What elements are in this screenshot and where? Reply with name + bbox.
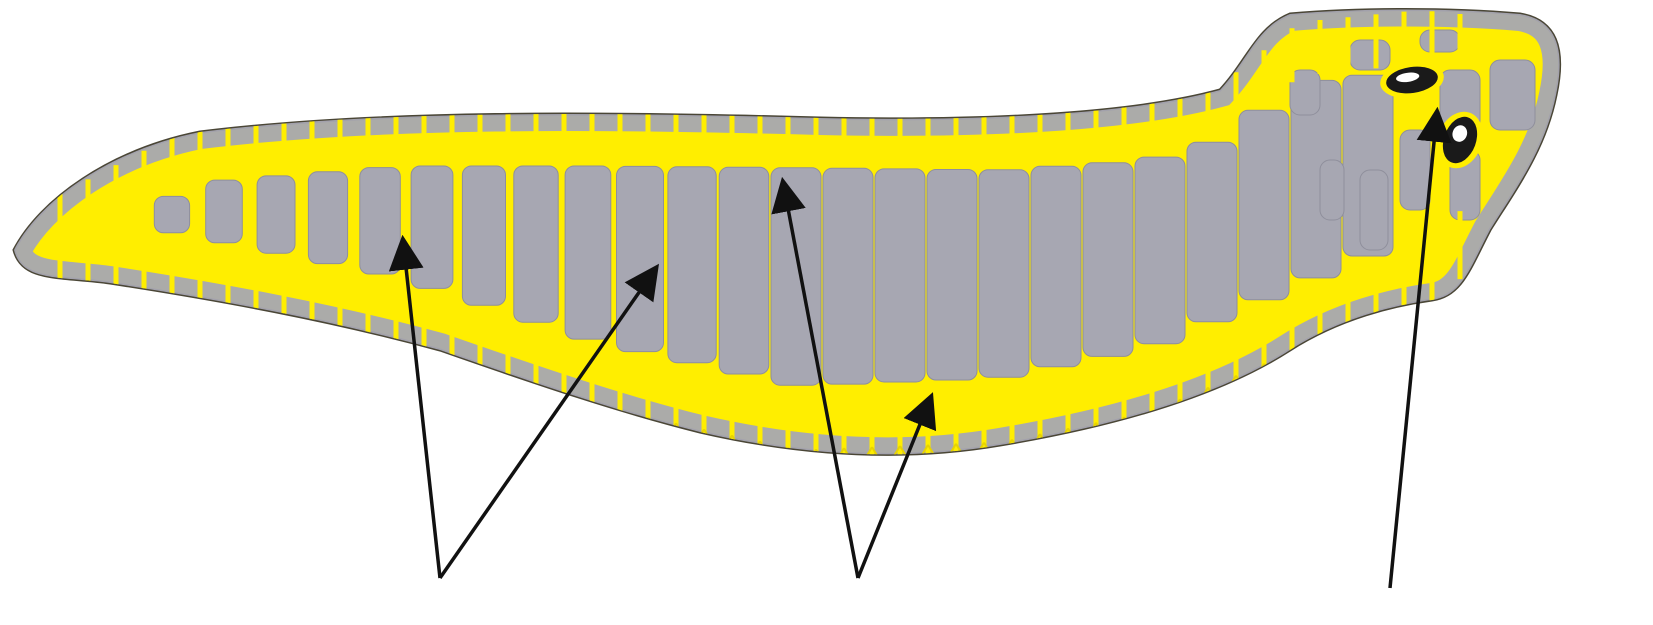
tissue-panel bbox=[411, 166, 453, 288]
canal-twig bbox=[334, 330, 346, 340]
tissue-panel bbox=[719, 167, 769, 374]
tissue-panel bbox=[875, 169, 925, 382]
canal-twig bbox=[250, 313, 262, 323]
canal-twig bbox=[614, 411, 626, 421]
tissue-panel bbox=[462, 166, 505, 305]
tissue-panel bbox=[360, 168, 401, 274]
canal-twig bbox=[362, 336, 374, 346]
head-tissue-panel bbox=[1320, 160, 1344, 220]
head-tissue-panel bbox=[1350, 40, 1390, 70]
canal-twig bbox=[222, 308, 234, 318]
tissue-panel bbox=[1031, 166, 1081, 366]
tissue-panel bbox=[1239, 110, 1289, 299]
canal-twig bbox=[530, 386, 542, 396]
tissue-panel bbox=[154, 196, 189, 232]
canal-twig bbox=[474, 368, 486, 378]
canal-twig bbox=[306, 324, 318, 334]
tissue-panel bbox=[514, 166, 558, 322]
tissue-panel bbox=[668, 167, 716, 363]
tissue-panel bbox=[308, 172, 347, 264]
canal-twig bbox=[1286, 352, 1298, 362]
tissue-panel bbox=[771, 168, 821, 385]
tissue-panel bbox=[565, 166, 611, 339]
tissue-panel bbox=[206, 180, 243, 243]
canal-twig bbox=[278, 319, 290, 329]
tissue-panel bbox=[617, 166, 664, 351]
canal-twig bbox=[502, 377, 514, 387]
canal-twig bbox=[390, 341, 402, 351]
canal-twig bbox=[418, 350, 430, 360]
canal-twig bbox=[586, 404, 598, 414]
head-tissue-panel bbox=[1400, 130, 1430, 210]
tissue-panel bbox=[1187, 142, 1237, 322]
head-tissue-panel bbox=[1490, 60, 1535, 130]
tissue-panel bbox=[979, 170, 1029, 378]
tissue-panel bbox=[1083, 163, 1133, 357]
tissue-panel bbox=[257, 176, 295, 253]
tissue-panel bbox=[927, 170, 977, 381]
tissue-panel bbox=[823, 168, 873, 384]
head-tissue-panel bbox=[1420, 30, 1460, 52]
head-tissue-panel bbox=[1360, 170, 1388, 250]
canal-twig bbox=[194, 302, 206, 312]
canal-twig bbox=[446, 359, 458, 369]
tissue-panel bbox=[1135, 157, 1185, 344]
